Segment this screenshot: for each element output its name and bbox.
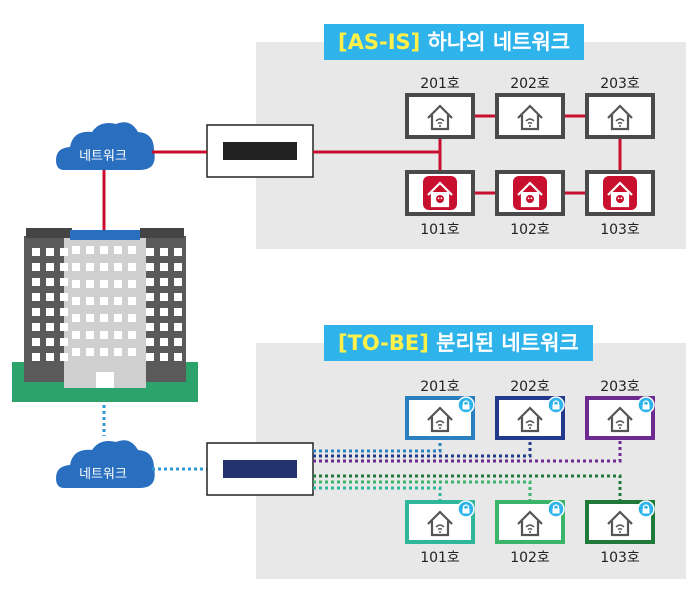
as-is-unit-label: 102호 <box>510 222 550 238</box>
as-is-unit: 101호 <box>405 170 475 238</box>
as-is-title-bracket: [AS-IS] <box>338 30 421 54</box>
lock-icon <box>457 396 475 414</box>
units: 201호 202호 203호 101호 102호 103호 201호 202호 203호 101호… <box>405 76 655 566</box>
lock-icon <box>637 500 655 518</box>
cloud-bottom: 네트워크 <box>56 440 155 488</box>
as-is-unit: 103호 <box>585 170 655 238</box>
to-be-title: [TO-BE] 분리된 네트워크 <box>324 325 593 361</box>
to-be-unit: 201호 <box>405 379 475 440</box>
cloud-bottom-label: 네트워크 <box>79 467 127 482</box>
switch-top <box>206 124 314 178</box>
as-is-unit: 203호 <box>585 76 655 139</box>
to-be-title-bracket: [TO-BE] <box>338 331 429 355</box>
to-be-unit: 103호 <box>585 500 655 566</box>
to-be-route-3 <box>313 474 622 500</box>
to-be-route-5 <box>313 486 442 500</box>
as-is-title: [AS-IS] 하나의 네트워크 <box>324 24 585 60</box>
to-be-unit-label: 103호 <box>600 550 640 566</box>
to-be-unit: 202호 <box>495 379 565 440</box>
to-be-unit-label: 101호 <box>420 550 460 566</box>
lock-icon <box>637 396 655 414</box>
to-be-unit-label: 201호 <box>420 379 460 395</box>
as-is-unit: 102호 <box>495 170 565 238</box>
to-be-unit: 102호 <box>495 500 565 566</box>
cloud-top-label: 네트워크 <box>79 149 127 164</box>
as-is-unit-label: 103호 <box>600 222 640 238</box>
as-is-title-text: 하나의 네트워크 <box>427 30 571 54</box>
as-is-unit-label: 203호 <box>600 76 640 92</box>
as-is-unit-label: 201호 <box>420 76 460 92</box>
lock-icon <box>547 500 565 518</box>
to-be-route-4 <box>313 480 532 500</box>
building <box>12 228 198 402</box>
cloud-top: 네트워크 <box>56 122 155 170</box>
as-is-unit-label: 101호 <box>420 222 460 238</box>
to-be-route-2 <box>313 441 622 463</box>
to-be-unit: 203호 <box>585 379 655 440</box>
to-be-unit-label: 102호 <box>510 550 550 566</box>
to-be-unit-label: 203호 <box>600 379 640 395</box>
to-be-links <box>313 441 622 500</box>
to-be-route-1 <box>313 441 532 458</box>
as-is-unit-label: 202호 <box>510 76 550 92</box>
as-is-unit: 201호 <box>405 76 475 139</box>
to-be-route-0 <box>313 441 442 453</box>
to-be-unit: 101호 <box>405 500 475 566</box>
to-be-unit-label: 202호 <box>510 379 550 395</box>
as-is-links <box>102 114 622 232</box>
as-is-unit: 202호 <box>495 76 565 139</box>
lock-icon <box>457 500 475 518</box>
to-be-title-text: 분리된 네트워크 <box>436 331 579 355</box>
switch-bottom <box>206 442 314 496</box>
lock-icon <box>547 396 565 414</box>
